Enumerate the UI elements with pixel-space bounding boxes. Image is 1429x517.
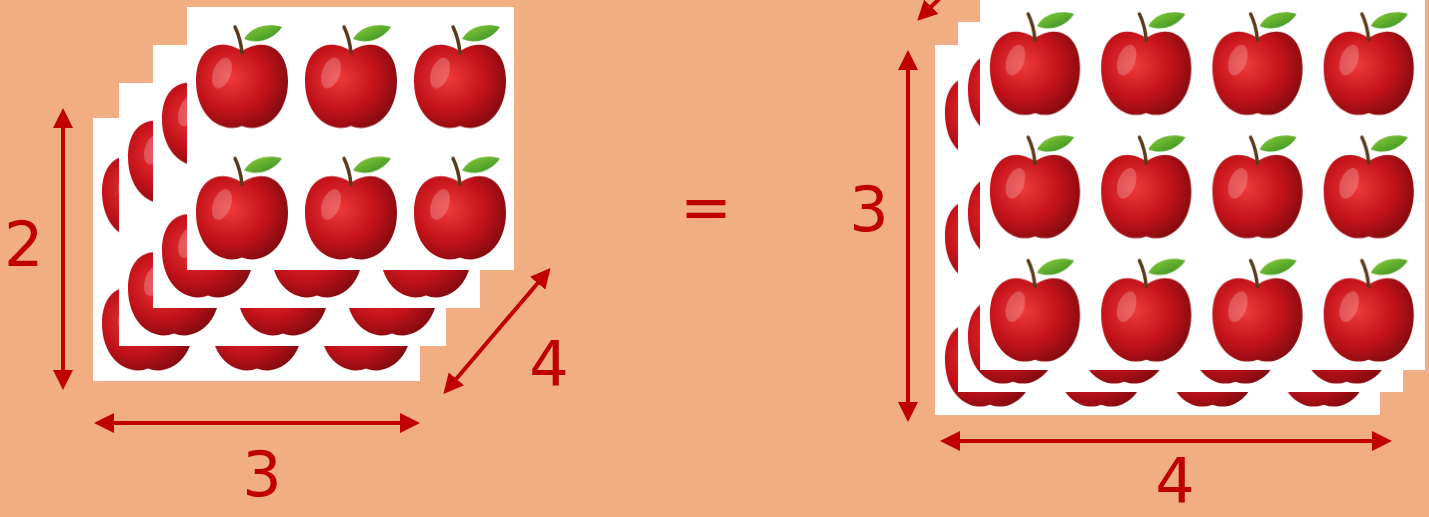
dimension-label: 4 (1155, 451, 1194, 513)
dimension-label: 3 (849, 179, 888, 241)
dimension-label: 3 (242, 444, 281, 506)
equals-sign: = (680, 177, 732, 239)
dimension-label: 2 (4, 214, 43, 276)
dimension-label: 4 (529, 334, 568, 396)
